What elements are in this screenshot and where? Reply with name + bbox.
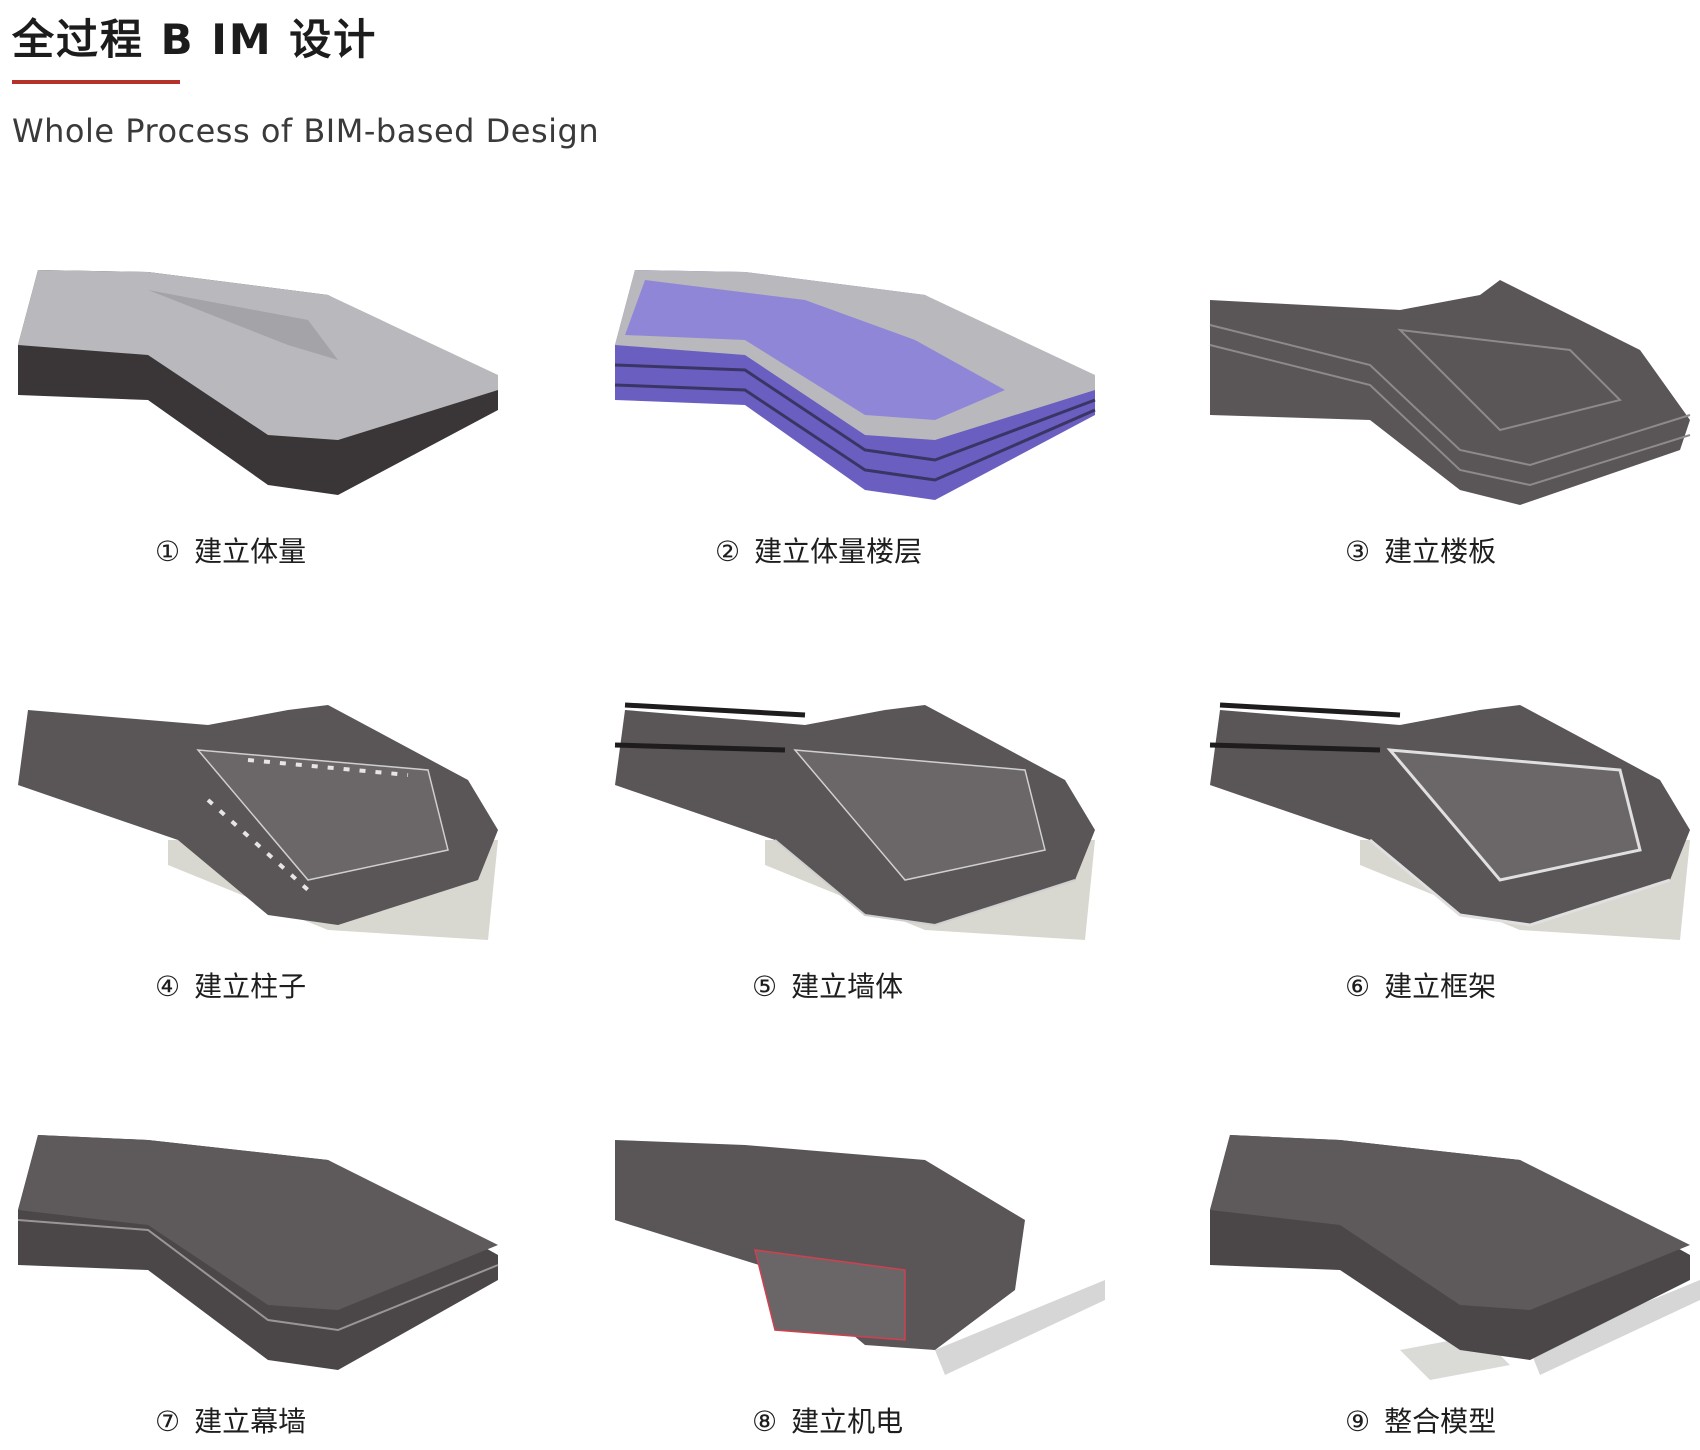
step-caption-4: ④ 建立柱子 xyxy=(155,965,306,1005)
step-4-columns xyxy=(8,690,528,1020)
page-title: 全过程 B IM 设计 xyxy=(12,15,378,64)
step-1-mass-model xyxy=(8,250,528,580)
step-label: 整合模型 xyxy=(1384,1405,1497,1438)
step-caption-3: ③ 建立楼板 xyxy=(1345,530,1496,570)
step-number: ③ xyxy=(1345,535,1371,568)
mass-floors-illustration xyxy=(614,270,1096,500)
curtain-wall-illustration xyxy=(17,1135,499,1370)
step-label: 建立墙体 xyxy=(791,970,904,1003)
step-number: ① xyxy=(155,535,181,568)
columns-illustration xyxy=(18,705,498,940)
frame-illustration xyxy=(1209,702,1690,940)
mep-illustration xyxy=(615,1140,1105,1375)
step-label: 建立楼板 xyxy=(1384,535,1497,568)
step-7-curtain-wall xyxy=(8,1120,528,1450)
title-accent-rule xyxy=(12,80,180,84)
step-label: 建立机电 xyxy=(791,1405,904,1438)
step-label: 建立框架 xyxy=(1384,970,1497,1003)
step-number: ② xyxy=(715,535,741,568)
walls-illustration xyxy=(614,702,1095,940)
step-caption-8: ⑧ 建立机电 xyxy=(752,1400,903,1440)
step-label: 建立体量 xyxy=(194,535,307,568)
slabs-illustration xyxy=(1209,280,1691,505)
page-subtitle: Whole Process of BIM-based Design xyxy=(12,112,600,150)
step-6-frame xyxy=(1200,690,1700,1020)
step-number: ⑦ xyxy=(155,1405,181,1438)
step-8-mep xyxy=(605,1120,1125,1450)
step-caption-6: ⑥ 建立框架 xyxy=(1345,965,1496,1005)
step-number: ⑤ xyxy=(752,970,778,1003)
step-3-slabs xyxy=(1200,250,1700,580)
mass-illustration xyxy=(18,270,498,495)
step-caption-2: ② 建立体量楼层 xyxy=(715,530,922,570)
integrated-model-illustration xyxy=(1210,1135,1700,1380)
step-5-walls xyxy=(605,690,1125,1020)
step-caption-7: ⑦ 建立幕墙 xyxy=(155,1400,306,1440)
step-number: ⑨ xyxy=(1345,1405,1371,1438)
step-number: ⑧ xyxy=(752,1405,778,1438)
step-number: ④ xyxy=(155,970,181,1003)
step-caption-5: ⑤ 建立墙体 xyxy=(752,965,903,1005)
step-9-integrated-model xyxy=(1200,1120,1700,1450)
step-caption-1: ① 建立体量 xyxy=(155,530,306,570)
step-label: 建立柱子 xyxy=(194,970,307,1003)
step-caption-9: ⑨ 整合模型 xyxy=(1345,1400,1496,1440)
step-number: ⑥ xyxy=(1345,970,1371,1003)
step-label: 建立体量楼层 xyxy=(754,535,923,568)
step-label: 建立幕墙 xyxy=(194,1405,307,1438)
step-2-mass-floors xyxy=(605,250,1125,580)
